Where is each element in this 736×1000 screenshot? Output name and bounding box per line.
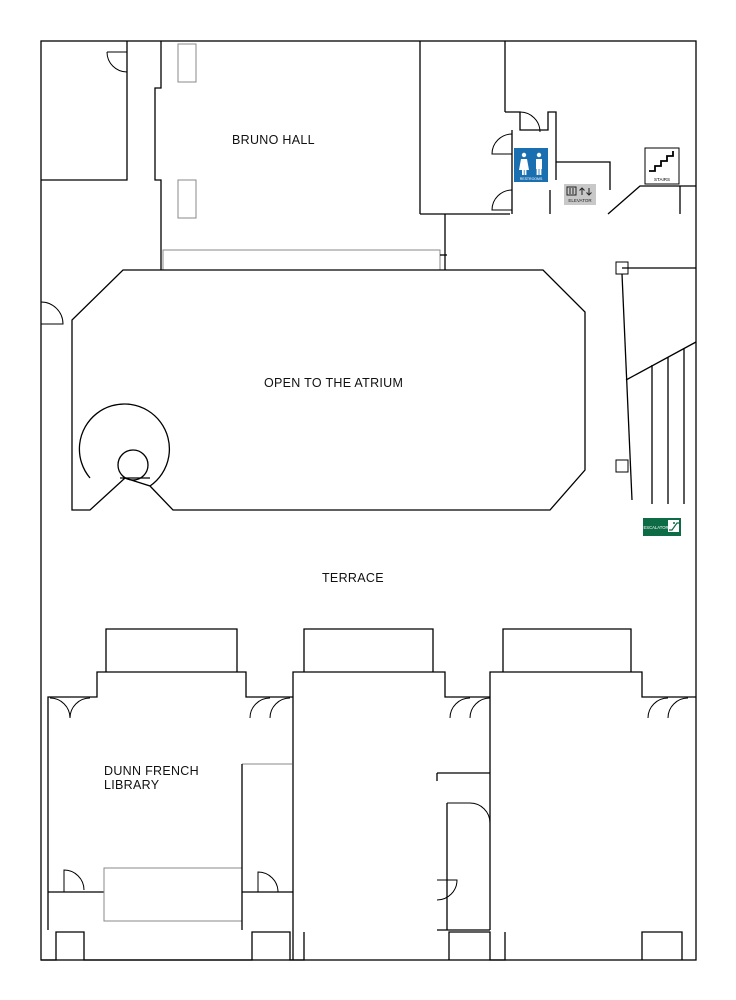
escalator-area (615, 261, 697, 504)
atrium-outline (71, 269, 586, 511)
room-label-dunn-french-line2: LIBRARY (104, 778, 160, 792)
restroom-sign[interactable]: RESTROOMS (514, 148, 548, 182)
room-label-dunn-french-library: DUNN FRENCH LIBRARY (104, 764, 199, 792)
escalator-icon (668, 520, 679, 532)
core-area-walls (491, 41, 696, 215)
left-door (40, 301, 64, 325)
elevator-sign[interactable]: ELEVATOR (564, 184, 596, 205)
elevator-icon (566, 186, 592, 196)
outer-walls (40, 40, 697, 961)
escalator-label: ESCALATOR (644, 525, 669, 530)
escalator-sign[interactable]: ESCALATOR (643, 518, 681, 536)
room-label-terrace: TERRACE (322, 571, 384, 585)
bruno-hall-walls (154, 41, 510, 271)
restroom-icon (519, 152, 542, 175)
room-label-dunn-french-line1: DUNN FRENCH (104, 764, 199, 778)
room-label-atrium: OPEN TO THE ATRIUM (264, 376, 404, 390)
stairs-label: STAIRS (654, 177, 670, 182)
stairs-sign[interactable]: STAIRS (644, 147, 680, 185)
restroom-label: RESTROOMS (520, 177, 543, 181)
stairs-icon (649, 151, 674, 172)
lower-rooms (41, 628, 696, 961)
top-left-room (41, 41, 128, 181)
room-label-bruno-hall: BRUNO HALL (232, 133, 315, 147)
elevator-label: ELEVATOR (568, 198, 592, 203)
